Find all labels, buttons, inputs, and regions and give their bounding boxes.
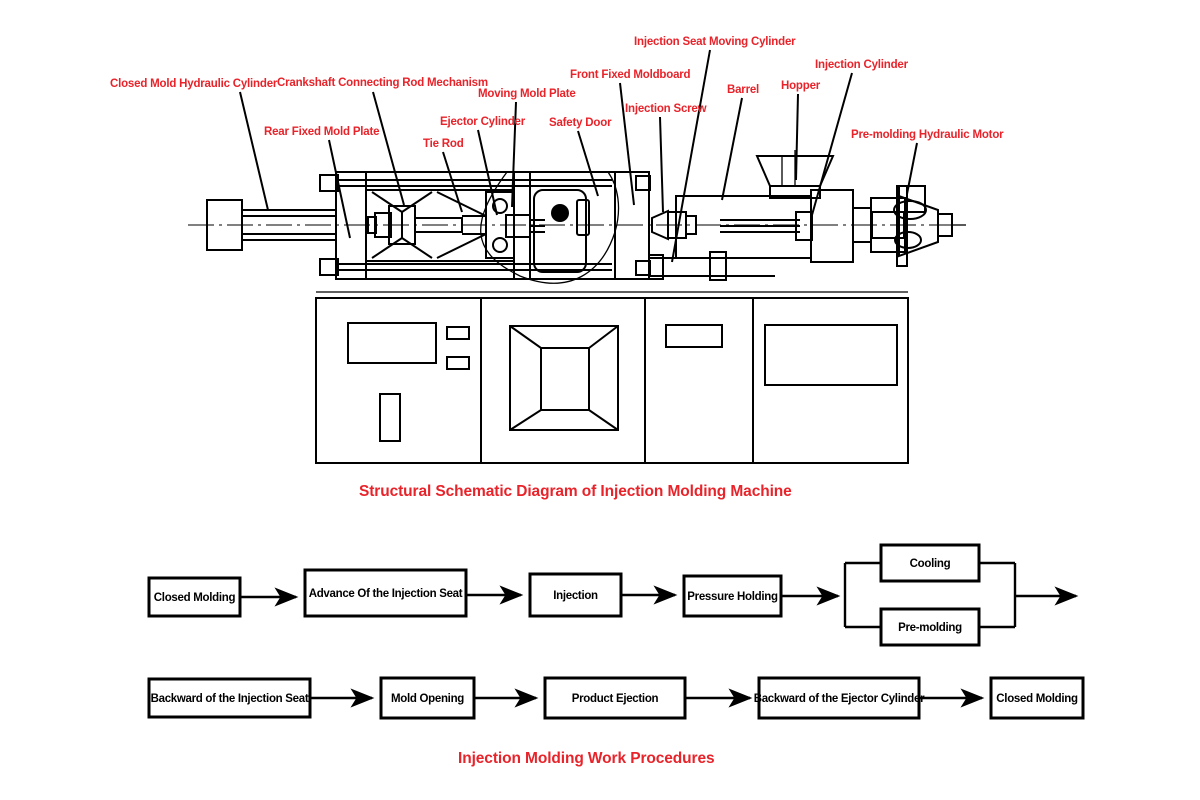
- callout-label-rear-fixed-mold-plate: Rear Fixed Mold Plate: [264, 126, 380, 138]
- callout-label-tie-rod: Tie Rod: [423, 138, 464, 150]
- leader-line-pre-molding-hydraulic-motor: [906, 142, 918, 195]
- leader-line-closed-mold-hydraulic-cylinder: [239, 91, 269, 211]
- flow-box-label: Advance Of the Injection Seat: [309, 588, 463, 600]
- flow-box-outline: [147, 677, 312, 719]
- leader-line-ejector-cylinder: [477, 129, 498, 216]
- flow-box-outline: [879, 543, 981, 583]
- callout-label-safety-door: Safety Door: [549, 117, 612, 129]
- callout-label-crankshaft-connecting-rod-mechanism: Crankshaft Connecting Rod Mechanism: [277, 77, 488, 89]
- leader-line-barrel: [721, 97, 743, 201]
- leader-line-rear-fixed-mold-plate: [328, 139, 351, 239]
- flow-box-label: Product Ejection: [572, 693, 659, 705]
- flow-box-outline: [757, 676, 921, 720]
- callout-label-injection-cylinder: Injection Cylinder: [815, 59, 908, 71]
- leader-line-safety-door: [577, 130, 599, 197]
- flow-box-label: Pre-molding: [898, 622, 962, 634]
- callout-label-injection-screw: Injection Screw: [625, 103, 707, 115]
- callout-label-closed-mold-hydraulic-cylinder: Closed Mold Hydraulic Cylinder: [110, 78, 278, 90]
- leader-line-injection-seat-moving-cylinder: [671, 49, 711, 263]
- flow-box-backward-of-ejector-cylinder[interactable]: Backward of the Ejector Cylinder: [754, 676, 925, 720]
- flow-box-outline: [147, 576, 242, 618]
- flow-box-outline: [379, 676, 476, 720]
- flow-box-injection[interactable]: Injection: [528, 572, 623, 618]
- flow-connectors: [240, 561, 1079, 708]
- injection-unit: [648, 150, 966, 281]
- callout-label-injection-seat-moving-cylinder: Injection Seat Moving Cylinder: [634, 36, 796, 48]
- callout-label-pre-molding-hydraulic-motor: Pre-molding Hydraulic Motor: [851, 129, 1004, 141]
- callout-label-hopper: Hopper: [781, 80, 821, 92]
- flow-box-label: Mold Opening: [391, 693, 464, 705]
- flow-box-outline: [682, 574, 783, 618]
- flow-box-advance-of-injection-seat[interactable]: Advance Of the Injection Seat: [303, 568, 468, 618]
- leader-line-moving-mold-plate: [511, 101, 517, 208]
- machine-base: [315, 291, 909, 464]
- flow-box-closed-molding-2[interactable]: Closed Molding: [989, 676, 1085, 720]
- callout-label-barrel: Barrel: [727, 84, 760, 96]
- flow-box-label: Cooling: [910, 558, 951, 570]
- flow-box-outline: [528, 572, 623, 618]
- flow-box-backward-of-injection-seat[interactable]: Backward of the Injection Seat: [147, 677, 312, 719]
- callout-label-front-fixed-moldboard: Front Fixed Moldboard: [570, 69, 691, 81]
- flow-box-label: Closed Molding: [154, 592, 236, 604]
- procedures-title: Injection Molding Work Procedures: [458, 750, 715, 767]
- flow-box-label: Backward of the Ejector Cylinder: [754, 693, 925, 705]
- flow-box-outline: [879, 607, 981, 647]
- flow-box-pre-molding[interactable]: Pre-molding: [879, 607, 981, 647]
- leader-line-injection-cylinder: [811, 72, 853, 216]
- callout-label-moving-mold-plate: Moving Mold Plate: [478, 88, 576, 100]
- callout-leaders: [239, 49, 918, 263]
- leader-line-front-fixed-moldboard: [619, 82, 635, 206]
- flow-box-outline: [303, 568, 468, 618]
- flow-boxes: Closed Molding Advance Of the Injection S…: [147, 543, 1085, 720]
- flow-box-product-ejection[interactable]: Product Ejection: [543, 676, 687, 720]
- leader-line-injection-screw: [659, 116, 664, 213]
- leader-line-crankshaft-connecting-rod-mechanism: [372, 91, 405, 206]
- flow-box-cooling[interactable]: Cooling: [879, 543, 981, 583]
- flow-box-label: Backward of the Injection Seat: [151, 693, 309, 705]
- leader-line-tie-rod: [442, 151, 463, 213]
- flow-box-outline: [543, 676, 687, 720]
- schematic-title: Structural Schematic Diagram of Injectio…: [359, 483, 792, 500]
- flow-box-closed-molding-1[interactable]: Closed Molding: [147, 576, 242, 618]
- clamping-unit: [188, 171, 960, 284]
- leader-line-hopper: [795, 93, 799, 181]
- flow-box-pressure-holding[interactable]: Pressure Holding: [682, 574, 783, 618]
- flow-box-outline: [989, 676, 1085, 720]
- flow-box-label: Injection: [553, 590, 598, 602]
- flow-box-label: Pressure Holding: [687, 591, 778, 603]
- flow-box-mold-opening[interactable]: Mold Opening: [379, 676, 476, 720]
- flow-box-label: Closed Molding: [996, 693, 1078, 705]
- callout-label-ejector-cylinder: Ejector Cylinder: [440, 116, 525, 128]
